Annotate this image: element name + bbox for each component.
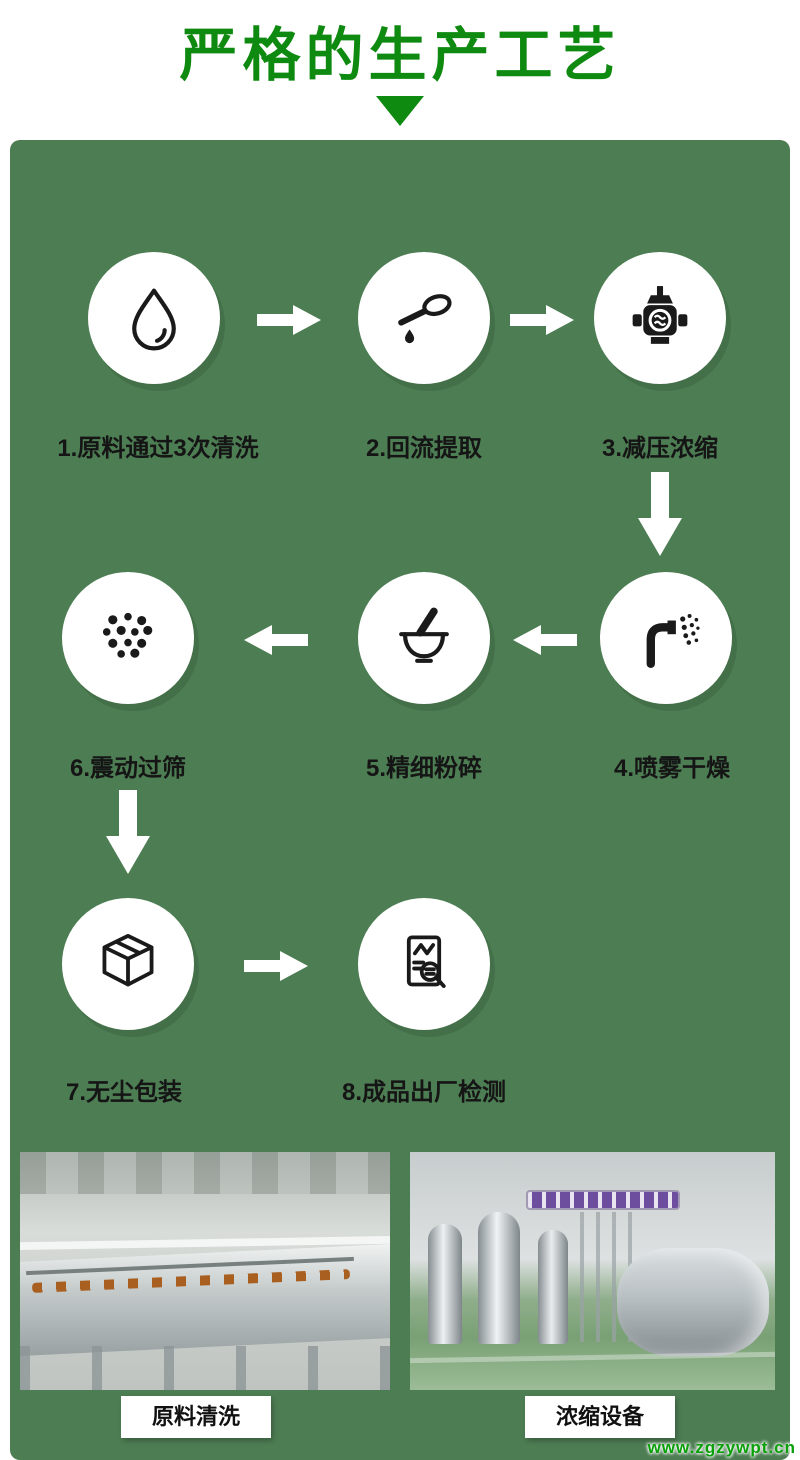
vertical-tank-2 [478,1212,520,1344]
flow-arrow-right-2 [510,303,574,337]
step-label-8: 8.成品出厂检测 [341,1079,507,1106]
step-circle-3 [594,252,726,384]
washing-photo-ceiling [20,1152,390,1194]
step-circle-6 [62,572,194,704]
pressure-valve-icon [632,286,688,344]
step-label-2: 2.回流提取 [365,435,483,462]
step-circle-1 [88,252,220,384]
inspection-document-icon [406,935,446,988]
step-circle-7 [62,898,194,1030]
page-title: 严格的生产工艺 [179,23,621,88]
photo-raw-material-washing [20,1152,390,1390]
led-sign [528,1192,678,1208]
step-label-6: 6.震动过筛 [69,755,187,782]
spoon-drop-icon [398,294,452,344]
title-pointer-triangle [376,96,424,126]
flow-arrow-right-1 [257,303,321,337]
vertical-tank-1 [428,1224,462,1344]
photo-concentration-equipment [410,1152,775,1390]
step-label-7: 7.无尘包装 [65,1079,183,1106]
spray-nozzle-icon [646,613,700,669]
step-label-1: 1.原料通过3次清洗 [57,435,259,462]
step-circle-2 [358,252,490,384]
flow-arrow-left-1 [513,623,577,657]
flow-arrow-down-1 [638,472,682,556]
particles-icon [102,612,153,658]
step-circle-8 [358,898,490,1030]
mortar-pestle-icon [399,607,449,663]
flow-arrow-right-3 [244,949,308,983]
horizontal-tank [617,1248,769,1356]
watermark-text: www.zgzywpt.cn [647,1438,796,1457]
step-label-4: 4.喷雾干燥 [613,755,731,782]
photo-caption-concentration: 浓缩设备 [525,1396,675,1438]
vertical-tank-3 [538,1230,568,1344]
photo-caption-washing: 原料清洗 [121,1396,271,1438]
step-circle-4 [600,572,732,704]
step-circle-5 [358,572,490,704]
water-drop-icon [132,288,176,351]
step-label-3: 3.减压浓缩 [601,435,719,462]
flow-arrow-down-2 [106,790,150,874]
washing-tank-legs [20,1346,390,1390]
flow-arrow-left-2 [244,623,308,657]
package-box-icon [102,933,154,987]
step-label-5: 5.精细粉碎 [365,755,483,782]
